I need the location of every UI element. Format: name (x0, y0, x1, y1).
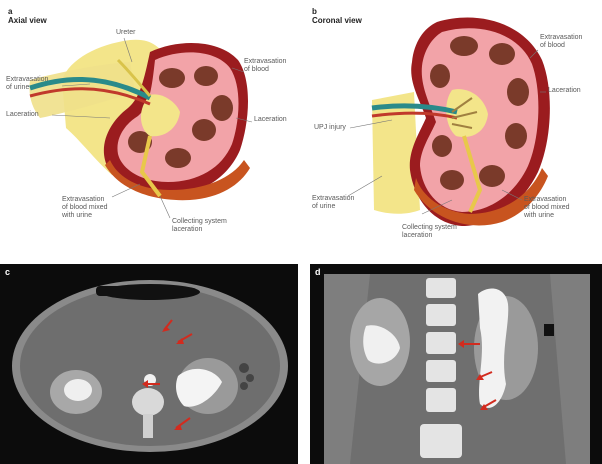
label-laceration-a: Laceration (6, 111, 39, 119)
label-laceration-right-a: Laceration (254, 116, 287, 124)
panel-c-letter: c (5, 267, 10, 277)
label-extravasation-urine-a: Extravasation of urine (6, 76, 48, 92)
panel-b-coronal-illustration: b Coronal view (302, 0, 602, 255)
vertebra (132, 388, 164, 416)
panel-a-axial-illustration: a Axial view (0, 0, 300, 255)
label-extravasation-mixed-b: Extravasation of blood mixed with urine (524, 196, 570, 220)
label-extravasation-blood-a: Extravasation of blood (244, 58, 286, 74)
axial-ct-image (0, 264, 298, 464)
panel-d-coronal-ct: d (310, 264, 602, 464)
label-collecting-system-b: Collecting system laceration (402, 224, 457, 240)
label-extravasation-urine-b: Extravasation of urine (312, 195, 354, 211)
label-collecting-system-a: Collecting system laceration (172, 218, 227, 234)
coronal-ct-image (310, 264, 602, 464)
contrast-extravasation (478, 289, 508, 408)
label-extravasation-blood-b: Extravasation of blood (540, 34, 582, 50)
label-ureter: Ureter (116, 29, 135, 37)
label-laceration-b: Laceration (548, 87, 581, 95)
panel-c-axial-ct: c (0, 264, 298, 464)
panel-d-letter: d (315, 267, 321, 277)
label-extravasation-mixed-a: Extravasation of blood mixed with urine (62, 196, 108, 220)
label-upj-injury: UPJ injury (314, 124, 346, 132)
axial-kidney-drawing (0, 0, 300, 255)
